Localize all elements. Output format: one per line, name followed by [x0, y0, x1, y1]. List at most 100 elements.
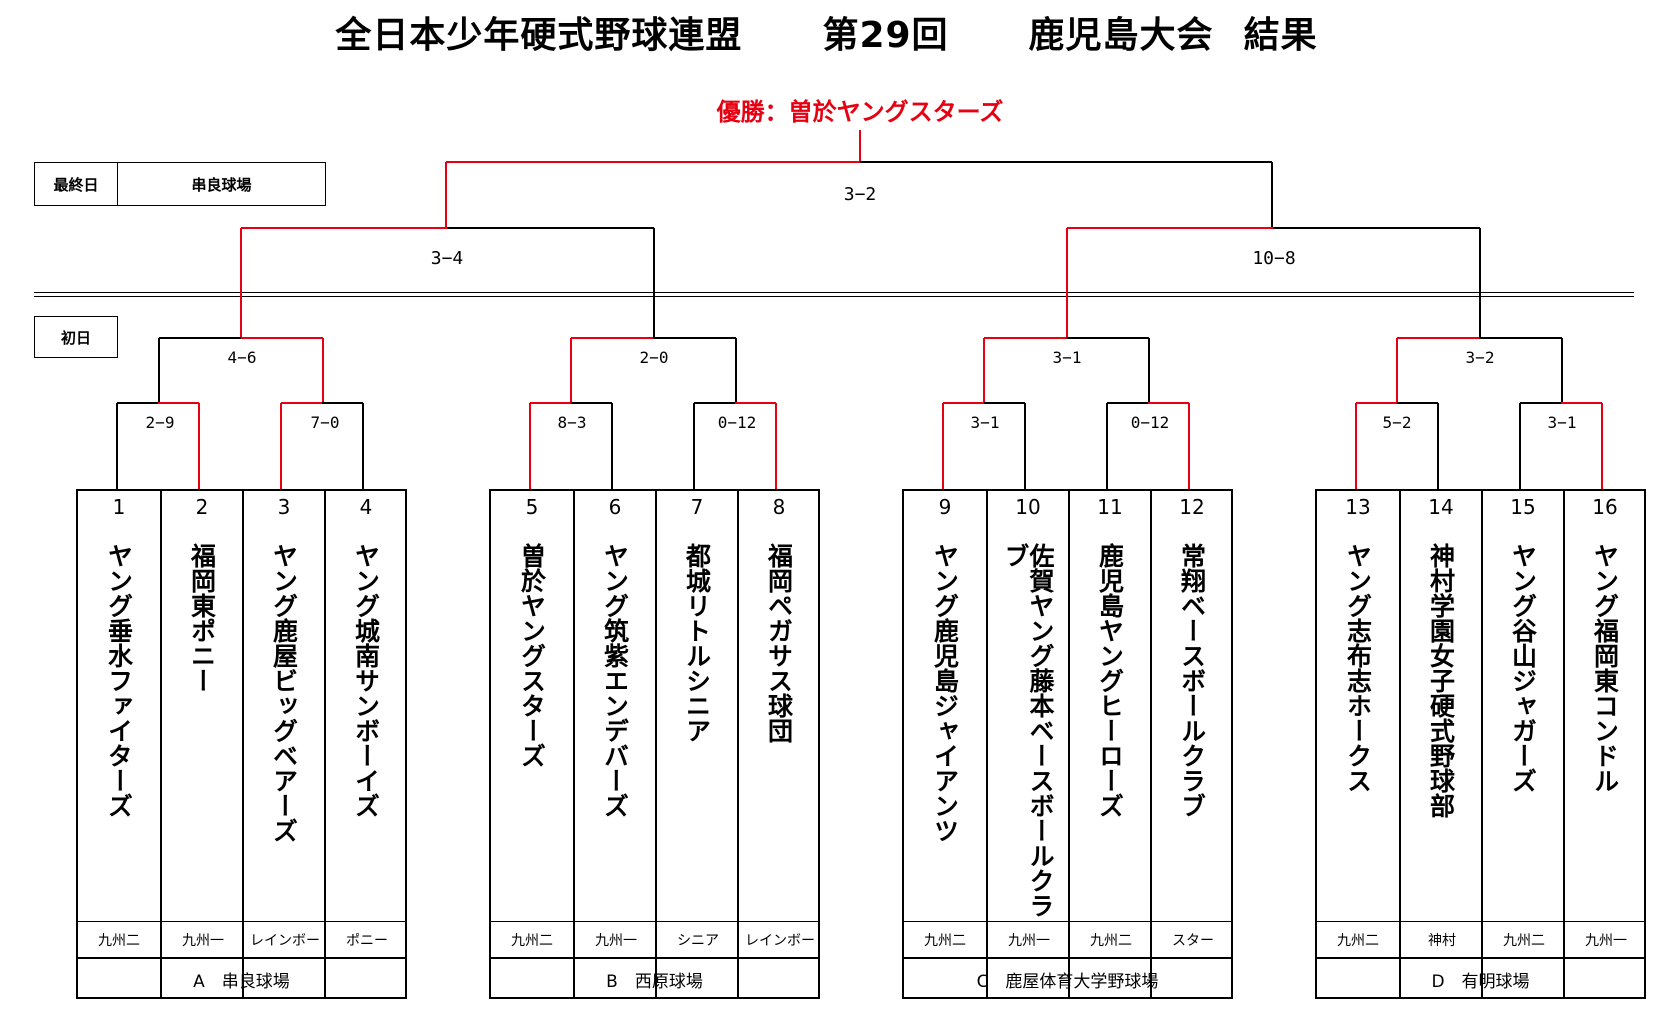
- score-r1: 0−12: [717, 413, 757, 432]
- title-org: 全日本少年硬式野球連盟: [335, 15, 743, 56]
- team-column: 1 ヤング垂水ファイターズ 九州二: [78, 491, 160, 997]
- team-association: 九州二: [511, 933, 553, 949]
- team-association: ポニー: [346, 933, 388, 949]
- assoc-row: [78, 921, 405, 959]
- team-column: 3 ヤング鹿屋ビッグベアーズ レインボー: [242, 491, 324, 997]
- score-r1: 3−1: [970, 413, 1000, 432]
- score-final: 3−2: [843, 184, 877, 205]
- team-column: 14 神村学園女子硬式野球部 神村: [1399, 491, 1481, 997]
- final-day-label: 最終日: [35, 163, 118, 205]
- team-name: 鹿児島ヤングヒーローズ: [1095, 543, 1125, 818]
- team-name-cell: ヤング垂水ファイターズ: [78, 543, 160, 918]
- team-name: ヤング鹿屋ビッグベアーズ: [269, 543, 299, 843]
- title-suffix: 結果: [1243, 15, 1318, 56]
- team-number: 16: [1592, 495, 1618, 519]
- team-column: 16 ヤング福岡東コンドル 九州一: [1563, 491, 1645, 997]
- team-name: 佐賀ヤング藤本ベースボールクラブ: [1001, 543, 1055, 918]
- team-column: 9 ヤング鹿児島ジャイアンツ 九州二: [904, 491, 986, 997]
- team-name-cell: 神村学園女子硬式野球部: [1401, 543, 1481, 918]
- team-name: 常翔ベースボールクラブ: [1177, 543, 1207, 818]
- team-number: 14: [1428, 495, 1454, 519]
- page-title: 全日本少年硬式野球連盟第29回鹿児島大会結果: [0, 6, 1653, 58]
- group-venue: B 西原球場: [606, 971, 703, 992]
- team-name-cell: 曽於ヤングスターズ: [491, 543, 573, 918]
- team-column: 10 佐賀ヤング藤本ベースボールクラブ 九州一: [986, 491, 1068, 997]
- team-name: ヤング筑紫エンデバーズ: [600, 543, 630, 818]
- team-name-cell: ヤング筑紫エンデバーズ: [575, 543, 655, 918]
- assoc-row: [491, 921, 818, 959]
- team-association: 神村: [1428, 933, 1456, 949]
- team-association: 九州二: [924, 933, 966, 949]
- final-day-box: 最終日 串良球場: [34, 162, 326, 206]
- group-c-table: 9 ヤング鹿児島ジャイアンツ 九州二 10 佐賀ヤング藤本ベースボールクラブ 九…: [902, 489, 1233, 999]
- team-name: 曽於ヤングスターズ: [517, 543, 547, 768]
- group-b-table: 5 曽於ヤングスターズ 九州二 6 ヤング筑紫エンデバーズ 九州一 7 都城リト…: [489, 489, 820, 999]
- team-association: 九州二: [98, 933, 140, 949]
- team-column: 11 鹿児島ヤングヒーローズ 九州二: [1068, 491, 1150, 997]
- team-name-cell: ヤング鹿児島ジャイアンツ: [904, 543, 986, 918]
- team-column: 12 常翔ベースボールクラブ スター: [1150, 491, 1232, 997]
- team-name-cell: 佐賀ヤング藤本ベースボールクラブ: [988, 543, 1068, 918]
- team-number: 13: [1345, 495, 1371, 519]
- group-venue: A 串良球場: [193, 971, 290, 992]
- team-association: 九州一: [595, 933, 637, 949]
- score-r1: 7−0: [310, 413, 340, 432]
- team-name: ヤング志布志ホークス: [1343, 543, 1373, 793]
- team-name-cell: 鹿児島ヤングヒーローズ: [1070, 543, 1150, 918]
- score-qf: 4−6: [227, 348, 257, 367]
- team-number: 4: [359, 495, 373, 519]
- group-d-table: 13 ヤング志布志ホークス 九州二 14 神村学園女子硬式野球部 神村 15 ヤ…: [1315, 489, 1646, 999]
- team-name: ヤング鹿児島ジャイアンツ: [930, 543, 960, 843]
- team-association: レインボー: [745, 933, 815, 949]
- team-name: ヤング垂水ファイターズ: [104, 543, 134, 818]
- day-separator-line: [34, 292, 1634, 293]
- team-number: 6: [608, 495, 622, 519]
- team-association: 九州二: [1503, 933, 1545, 949]
- team-column: 15 ヤング谷山ジャガーズ 九州二: [1481, 491, 1563, 997]
- score-semi-right: 10−8: [1252, 248, 1296, 269]
- team-association: シニア: [677, 933, 719, 949]
- title-edition: 第29回: [822, 15, 949, 56]
- team-number: 3: [277, 495, 291, 519]
- team-number: 9: [938, 495, 952, 519]
- team-association: レインボー: [250, 933, 320, 949]
- team-association: スター: [1172, 933, 1214, 949]
- team-name-cell: ヤング志布志ホークス: [1317, 543, 1399, 918]
- day-separator-line: [34, 296, 1634, 297]
- team-number: 10: [1015, 495, 1041, 519]
- score-r1: 3−1: [1547, 413, 1577, 432]
- team-association: 九州一: [1585, 933, 1627, 949]
- champion-label: 優勝：曽於ヤングスターズ: [716, 98, 1004, 126]
- score-qf: 2−0: [639, 348, 669, 367]
- score-r1: 2−9: [145, 413, 175, 432]
- team-name-cell: ヤング福岡東コンドル: [1565, 543, 1645, 918]
- first-day-box: 初日: [34, 316, 118, 358]
- team-column: 6 ヤング筑紫エンデバーズ 九州一: [573, 491, 655, 997]
- team-association: 九州二: [1090, 933, 1132, 949]
- team-column: 5 曽於ヤングスターズ 九州二: [491, 491, 573, 997]
- score-r1: 5−2: [1382, 413, 1412, 432]
- team-number: 7: [690, 495, 704, 519]
- team-number: 11: [1097, 495, 1123, 519]
- team-name-cell: ヤング城南サンボーイズ: [326, 543, 406, 918]
- team-column: 4 ヤング城南サンボーイズ ポニー: [324, 491, 406, 997]
- team-name-cell: 常翔ベースボールクラブ: [1152, 543, 1232, 918]
- score-r1: 8−3: [557, 413, 587, 432]
- team-number: 8: [772, 495, 786, 519]
- team-association: 九州二: [1337, 933, 1379, 949]
- final-day-venue: 串良球場: [191, 175, 252, 194]
- team-column: 2 福岡東ポニー 九州一: [160, 491, 242, 997]
- team-name-cell: 福岡ペガサス球団: [739, 543, 819, 918]
- team-name: 福岡東ポニー: [187, 543, 217, 693]
- team-name: 都城リトルシニア: [682, 543, 712, 743]
- group-a-table: 1 ヤング垂水ファイターズ 九州二 2 福岡東ポニー 九州一 3 ヤング鹿屋ビッ…: [76, 489, 407, 999]
- team-name: ヤング福岡東コンドル: [1590, 543, 1620, 793]
- score-r1: 0−12: [1130, 413, 1170, 432]
- team-association: 九州一: [1008, 933, 1050, 949]
- team-name: 福岡ペガサス球団: [764, 543, 794, 743]
- score-qf: 3−2: [1465, 348, 1495, 367]
- team-name-cell: ヤング鹿屋ビッグベアーズ: [244, 543, 324, 918]
- assoc-row: [1317, 921, 1644, 959]
- group-venue: D 有明球場: [1431, 971, 1530, 992]
